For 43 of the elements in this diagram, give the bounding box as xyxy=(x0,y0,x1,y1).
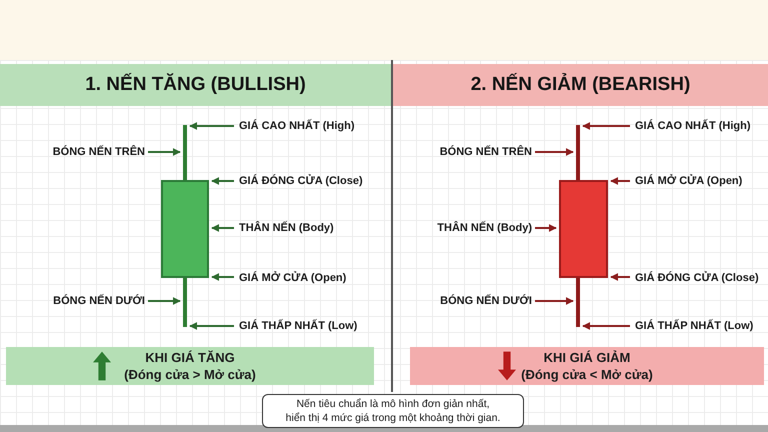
annotation-label: GIÁ CAO NHẤT (High) xyxy=(635,119,750,133)
annotation-label: GIÁ ĐÓNG CỬA (Close) xyxy=(635,271,759,285)
annotation-label: GIÁ THẤP NHẤT (Low) xyxy=(239,319,358,333)
leader-arrow xyxy=(535,224,557,232)
leader-arrow xyxy=(535,297,574,305)
candle-wick xyxy=(576,125,580,182)
leader-arrow xyxy=(610,177,630,185)
leader-arrow xyxy=(535,148,574,156)
note-callout: Nến tiêu chuẩn là mô hình đơn giản nhất, hiển thị 4 mức giá trong một khoảng thời gian. xyxy=(262,394,524,428)
candle-wick xyxy=(183,125,187,182)
annotation-label: BÓNG NẾN TRÊN xyxy=(440,145,532,159)
annotation-label: GIÁ ĐÓNG CỬA (Close) xyxy=(239,174,363,188)
leader-arrow xyxy=(610,273,630,281)
leader-arrow xyxy=(211,224,234,232)
section-header: 2. NẾN GIẢM (BEARISH) xyxy=(393,64,768,106)
annotation-label: GIÁ MỞ CỬA (Open) xyxy=(239,271,346,285)
leader-arrow xyxy=(211,177,234,185)
leader-arrow xyxy=(148,148,181,156)
banner-subtitle: (Đóng cửa < Mở cửa) xyxy=(521,366,653,383)
leader-arrow xyxy=(211,273,234,281)
annotation-label: GIÁ THẤP NHẤT (Low) xyxy=(635,319,754,333)
annotation-label: BÓNG NẾN TRÊN xyxy=(52,145,145,159)
summary-banner xyxy=(410,347,764,385)
leader-arrow xyxy=(189,122,234,130)
banner-subtitle: (Đóng cửa > Mở cửa) xyxy=(124,366,256,383)
leader-arrow xyxy=(189,322,234,330)
leader-arrow xyxy=(582,322,630,330)
annotation-label: GIÁ MỞ CỬA (Open) xyxy=(635,174,742,188)
annotation-label: BÓNG NẾN DƯỚI xyxy=(53,294,145,308)
annotation-label: BÓNG NẾN DƯỚI xyxy=(440,294,532,308)
leader-arrow xyxy=(582,122,630,130)
banner-heading: KHI GIÁ TĂNG xyxy=(145,349,235,366)
summary-banner xyxy=(6,347,374,385)
annotation-label: THÂN NẾN (Body) xyxy=(239,221,334,235)
annotation-label: THÂN NẾN (Body) xyxy=(437,221,532,235)
candle-body xyxy=(559,180,608,278)
section-header: 1. NẾN TĂNG (BULLISH) xyxy=(0,64,391,106)
candle-wick xyxy=(183,276,187,327)
candle-body xyxy=(161,180,209,278)
candle-wick xyxy=(576,276,580,327)
banner-heading: KHI GIÁ GIẢM xyxy=(544,349,630,366)
annotation-label: GIÁ CAO NHẤT (High) xyxy=(239,119,354,133)
leader-arrow xyxy=(148,297,181,305)
